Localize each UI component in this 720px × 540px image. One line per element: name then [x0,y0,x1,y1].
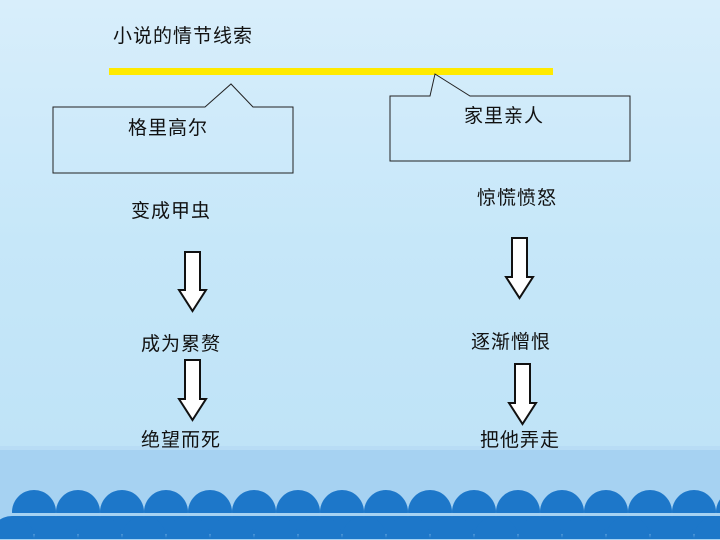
bottom-band-edge [0,446,720,450]
wave-scallop [562,516,606,540]
character-label-right: 家里亲人 [464,105,545,127]
plot-step-right-3: 把他弄走 [480,429,561,451]
plot-line [109,68,553,75]
callout-box-right [389,73,631,162]
plot-step-right-2: 逐渐憎恨 [471,331,552,353]
wave-scallop [474,516,518,540]
wave-scallop [210,516,254,540]
wave-scallop [78,516,122,540]
wave-scallop [430,516,474,540]
wave-scallop [342,516,386,540]
wave-scallop [254,516,298,540]
wave-scallop [386,516,430,540]
wave-pattern [0,490,720,540]
wave-scallop [606,516,650,540]
plot-step-left-2: 成为累赘 [141,333,222,355]
wave-scallop [34,516,78,540]
wave-scallop [694,516,720,540]
down-arrow-icon [507,363,538,426]
plot-step-right-1: 惊慌愤怒 [477,187,558,209]
down-arrow-icon [177,251,208,313]
wave-scallop [166,516,210,540]
character-label-left: 格里高尔 [128,117,209,139]
down-arrow-icon [504,237,535,300]
down-arrow-icon [177,359,208,422]
wave-scallop [298,516,342,540]
plot-step-left-3: 绝望而死 [141,429,222,451]
wave-scallop [650,516,694,540]
wave-scallop [0,516,34,540]
slide-title: 小说的情节线索 [113,25,254,47]
wave-scallop [122,516,166,540]
plot-step-left-1: 变成甲虫 [131,200,212,222]
callout-box-left [52,83,294,174]
wave-divider [0,513,720,516]
wave-scallop [518,516,562,540]
